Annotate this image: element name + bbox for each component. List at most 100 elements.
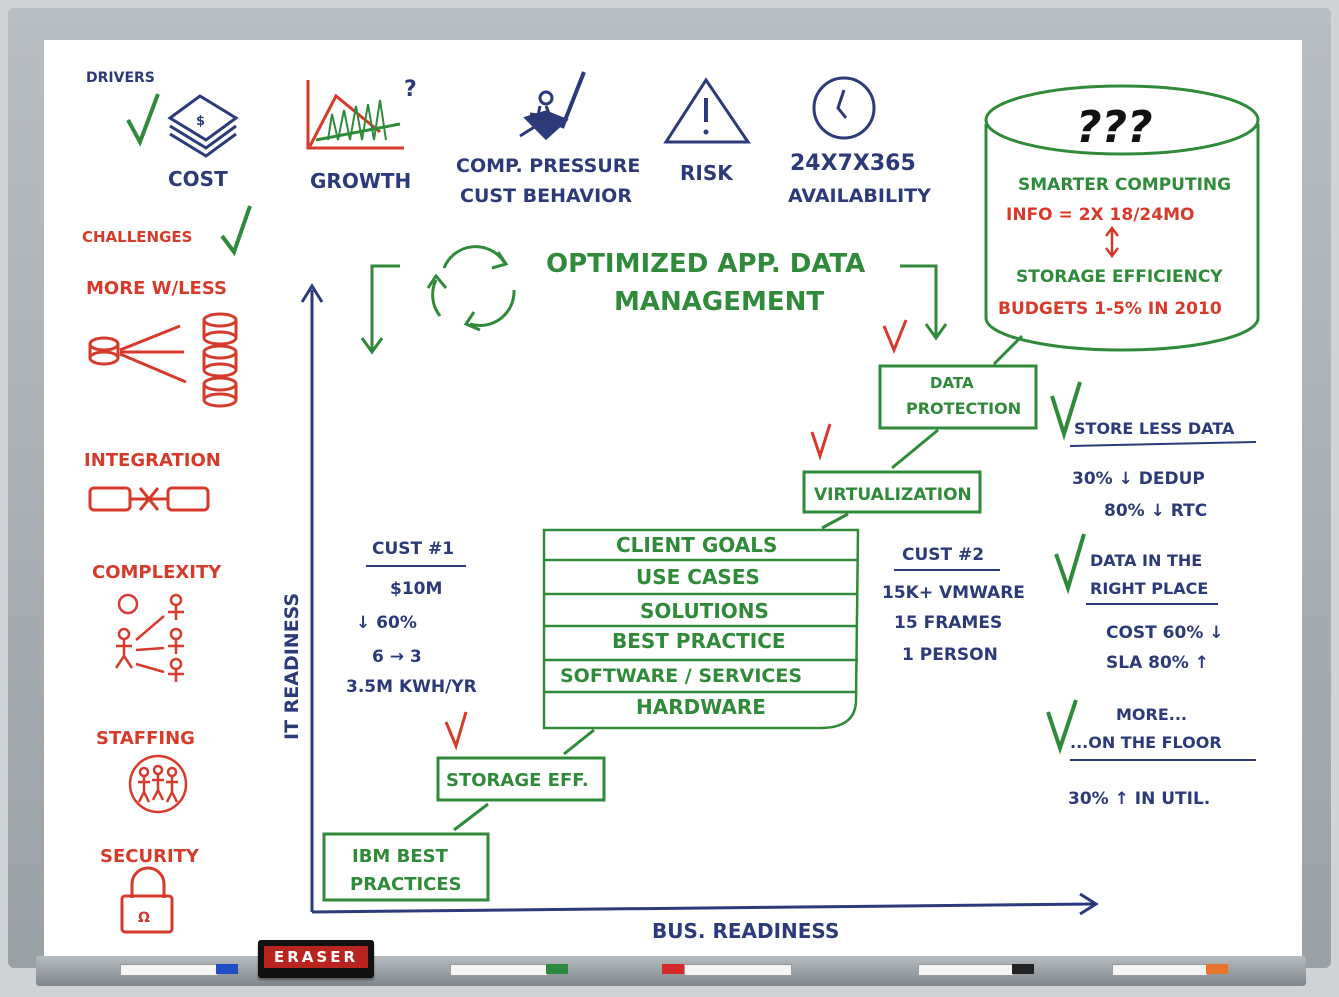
cylinder-line4: BUDGETS 1-5% IN 2010 — [998, 299, 1222, 319]
challenge-more-less-label: MORE W/LESS — [86, 278, 227, 299]
challenge-security-label: SECURITY — [100, 846, 200, 867]
ibm-best-line1: IBM BEST — [352, 846, 449, 867]
red-marker[interactable] — [662, 964, 792, 976]
complexity-people-icon — [114, 593, 184, 682]
cylinder-header: ??? — [1076, 102, 1153, 153]
more-floor-check-icon — [1046, 699, 1078, 755]
store-less-line1: 30% ↓ DEDUP — [1072, 469, 1205, 489]
storage-cylinder — [984, 84, 1260, 352]
cust2-line3: 1 PERSON — [902, 645, 998, 665]
eraser[interactable]: ERASER — [258, 940, 374, 978]
storage-eff-box — [436, 756, 606, 802]
more-floor-title2: ...ON THE FLOOR — [1070, 733, 1222, 752]
challenge-staffing-label: STAFFING — [96, 728, 195, 749]
protection-check-icon — [882, 319, 908, 354]
black-marker[interactable] — [918, 964, 1036, 976]
cylinder-line3: STORAGE EFFICIENCY — [1016, 267, 1223, 287]
storage-check-icon — [444, 711, 468, 751]
svg-text:?: ? — [404, 77, 417, 102]
virt-to-protection-arrow — [891, 428, 939, 470]
cylinder-line2: INFO = 2X 18/24MO — [1006, 205, 1194, 225]
growth-chart-icon: ? — [306, 77, 417, 150]
x-axis-arrowhead — [1079, 892, 1099, 916]
stack-to-virt-arrow — [821, 512, 849, 530]
blue-marker[interactable] — [120, 964, 240, 976]
right-place-line1: COST 60% ↓ — [1106, 623, 1224, 643]
virtualization-box — [802, 470, 982, 514]
knight-icon — [519, 71, 586, 141]
stack-software-services: SOFTWARE / SERVICES — [560, 665, 802, 687]
stack-client-goals: CLIENT GOALS — [616, 533, 777, 557]
cust1-line4: 3.5M KWH/YR — [346, 677, 477, 697]
cycle-arrows-icon — [426, 245, 516, 332]
ibm-best-practices-box — [322, 832, 490, 902]
green-marker[interactable] — [450, 964, 570, 976]
more-floor-line1: 30% ↑ IN UTIL. — [1068, 789, 1210, 809]
solution-stack — [542, 528, 860, 730]
stack-hardware: HARDWARE — [636, 695, 766, 719]
challenges-check-icon — [220, 205, 252, 257]
cust1-title: CUST #1 — [372, 539, 454, 559]
cust2-line1: 15K+ VMWARE — [882, 583, 1025, 603]
x-axis-label: BUS. READINESS — [652, 919, 839, 943]
storage-to-stack-arrow — [563, 728, 595, 756]
virtualization-check-icon — [810, 423, 832, 461]
cust2-line2: 15 FRAMES — [894, 613, 1002, 633]
store-less-line2: 80% ↓ RTC — [1104, 501, 1207, 521]
driver-availability-label: AVAILABILITY — [788, 185, 931, 207]
whiteboard-surface — [44, 40, 1302, 961]
cust1-line2: ↓ 60% — [356, 613, 417, 633]
cust2-title: CUST #2 — [902, 545, 984, 565]
right-place-title2: RIGHT PLACE — [1090, 579, 1208, 598]
lock-icon: Ω — [120, 866, 174, 934]
storage-eff-label: STORAGE EFF. — [446, 770, 589, 791]
left-bracket-arrow-icon — [370, 264, 400, 350]
eraser-label: ERASER — [264, 946, 368, 968]
driver-comp-pressure-label: COMP. PRESSURE — [456, 155, 640, 177]
data-protection-line1: DATA — [930, 374, 974, 392]
center-title-line2: MANAGEMENT — [614, 287, 824, 317]
challenges-label: CHALLENGES — [82, 228, 192, 246]
ibm-to-storage-arrow — [453, 802, 489, 832]
virtualization-label: VIRTUALIZATION — [814, 485, 972, 505]
clock-icon — [812, 76, 876, 140]
data-protection-box — [878, 364, 1038, 430]
orange-marker[interactable] — [1112, 964, 1230, 976]
cust1-line1: $10M — [390, 579, 442, 599]
data-protection-line2: PROTECTION — [906, 399, 1021, 418]
svg-text:$: $ — [196, 114, 205, 129]
right-bracket-arrow-icon — [900, 264, 938, 336]
cylinder-updown-arrow-icon — [1105, 225, 1119, 259]
y-axis-arrowhead — [300, 283, 324, 303]
center-title-line1: OPTIMIZED APP. DATA — [546, 249, 865, 279]
driver-risk-label: RISK — [680, 161, 734, 185]
staffing-group-icon — [128, 754, 188, 814]
y-axis-label: IT READINESS — [281, 593, 303, 740]
money-icon: $ — [167, 94, 239, 158]
more-floor-title1: MORE... — [1116, 705, 1187, 724]
left-bracket-arrowhead — [360, 337, 384, 355]
drivers-label: DRIVERS — [86, 70, 155, 86]
store-less-underline — [1069, 441, 1257, 447]
store-less-title: STORE LESS DATA — [1074, 419, 1235, 438]
right-place-check-icon — [1054, 533, 1086, 595]
drivers-check-icon — [126, 93, 160, 147]
protection-to-cylinder-arrow — [992, 334, 1024, 366]
driver-growth-label: GROWTH — [310, 169, 411, 193]
driver-cust-behavior-label: CUST BEHAVIOR — [460, 185, 632, 207]
svg-text:Ω: Ω — [138, 910, 150, 926]
right-place-line2: SLA 80% ↑ — [1106, 653, 1209, 673]
challenge-complexity-label: COMPLEXITY — [92, 562, 222, 583]
stack-solutions: SOLUTIONS — [640, 599, 769, 623]
store-less-check-icon — [1050, 381, 1082, 441]
data-fanout-icon — [88, 312, 238, 408]
ibm-best-line2: PRACTICES — [350, 874, 462, 895]
stack-best-practice: BEST PRACTICE — [612, 629, 786, 653]
cust1-line3: 6 → 3 — [372, 647, 422, 667]
warning-icon — [663, 77, 751, 144]
stack-use-cases: USE CASES — [636, 565, 760, 589]
x-axis-line — [311, 902, 1095, 914]
challenge-integration-label: INTEGRATION — [84, 450, 221, 471]
right-bracket-arrowhead — [924, 323, 948, 341]
